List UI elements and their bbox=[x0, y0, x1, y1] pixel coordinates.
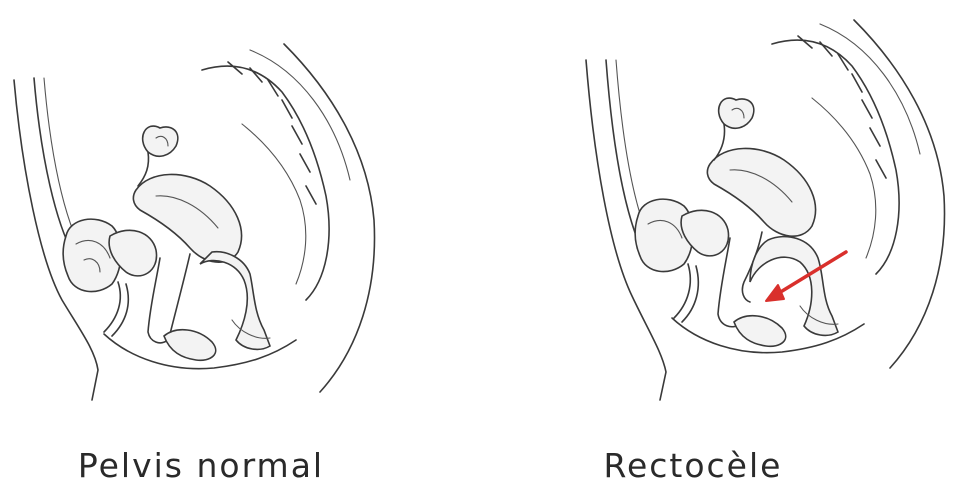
rectocele-illustration bbox=[482, 0, 964, 440]
rectosigmoid-line bbox=[812, 98, 876, 258]
urethra bbox=[674, 264, 690, 318]
normal-pelvis-illustration bbox=[0, 0, 482, 440]
posterior-muscle-line bbox=[820, 24, 920, 154]
urethra bbox=[104, 282, 120, 332]
vagina-posterior-wall bbox=[170, 254, 190, 334]
rectum bbox=[200, 252, 270, 350]
normal-pelvis-caption: Pelvis normal bbox=[0, 446, 442, 485]
posterior-muscle-line bbox=[250, 50, 350, 180]
normal-pelvis-panel: Pelvis normal bbox=[0, 0, 482, 492]
rectocele-caption: Rectocèle bbox=[452, 446, 934, 485]
rectosigmoid-line bbox=[242, 124, 306, 284]
perineum bbox=[164, 330, 216, 361]
sacrum-outline bbox=[202, 66, 329, 300]
perineum bbox=[734, 316, 786, 347]
rectocele-panel: Rectocèle bbox=[482, 0, 964, 492]
